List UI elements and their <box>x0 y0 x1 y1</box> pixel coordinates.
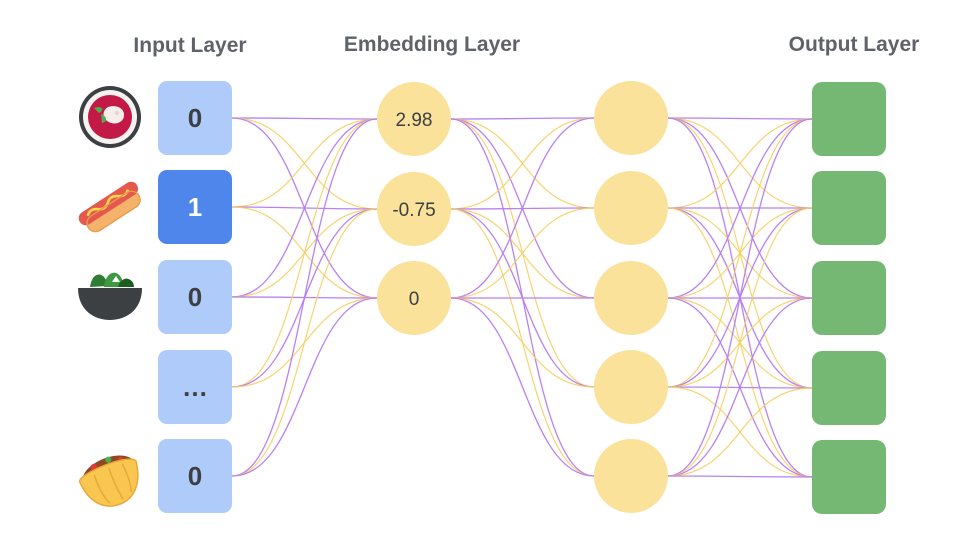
input-node-box-active <box>158 170 232 244</box>
embedding-node-value: 2.98 <box>396 110 433 131</box>
connection-edge <box>231 118 378 477</box>
input-node-box <box>158 260 232 334</box>
hot-dog-icon <box>78 181 141 233</box>
input-node: 0 <box>158 439 232 513</box>
connection-edge <box>667 475 813 478</box>
beet-soup-icon <box>79 86 141 148</box>
input-node-value: … <box>182 372 208 402</box>
connection-edge <box>231 208 378 477</box>
embedding-node: 2.98 <box>377 82 451 156</box>
output-layer-title: Output Layer <box>789 33 920 56</box>
embedding-node-circle <box>377 172 451 246</box>
hidden-layer <box>594 81 668 513</box>
hidden-node <box>594 81 668 155</box>
connection-edge <box>667 387 813 477</box>
input-node: … <box>158 350 232 424</box>
connection-edge <box>450 297 595 388</box>
connection-edge <box>450 297 595 477</box>
embedding-node: 0 <box>377 261 451 335</box>
embedding-layer: 2.98 -0.75 0 <box>377 82 451 335</box>
input-node-value: 0 <box>188 282 202 312</box>
embedding-node-value: 0 <box>409 289 420 310</box>
connection-edge <box>450 207 595 299</box>
output-node <box>812 82 886 156</box>
hidden-node <box>594 350 668 424</box>
salad-icon <box>78 272 142 320</box>
connection-edge <box>667 207 813 477</box>
connection-edge <box>667 117 813 120</box>
connection-edge <box>450 117 595 210</box>
embedding-node-value: -0.75 <box>392 200 435 221</box>
connection-edge <box>231 118 378 388</box>
connection-edge <box>450 117 595 299</box>
embedding-layer-title: Embedding Layer <box>344 33 520 56</box>
hidden-node <box>594 261 668 335</box>
connection-edge <box>450 117 595 120</box>
embedding-node-circle <box>377 82 451 156</box>
hidden-node <box>594 171 668 245</box>
connection-edge <box>231 117 378 120</box>
input-layer: 0 1 0 … 0 <box>158 81 232 513</box>
input-layer-title: Input Layer <box>133 34 246 57</box>
connection-edge <box>231 118 378 208</box>
input-node-value: 1 <box>188 192 202 222</box>
input-node: 0 <box>158 260 232 334</box>
input-node-box <box>158 439 232 513</box>
connection-edge <box>667 118 813 209</box>
embedding-node-circle <box>377 261 451 335</box>
output-node <box>812 261 886 335</box>
input-node: 1 <box>158 170 232 244</box>
input-node-value: 0 <box>188 103 202 133</box>
connection-edge <box>667 118 813 299</box>
connection-edge <box>667 118 813 388</box>
output-layer <box>812 82 886 514</box>
output-node <box>812 351 886 425</box>
hidden-node <box>594 439 668 513</box>
connection-edge <box>231 118 378 298</box>
connection-edge <box>231 297 378 477</box>
output-node <box>812 440 886 514</box>
input-node-value: 0 <box>188 461 202 491</box>
input-node-box <box>158 81 232 155</box>
connection-edges <box>231 117 813 478</box>
embedding-node: -0.75 <box>377 172 451 246</box>
connection-edge <box>667 297 813 477</box>
shawarma-icon <box>78 455 139 507</box>
input-node: 0 <box>158 81 232 155</box>
connection-edge <box>667 118 813 477</box>
output-node <box>812 171 886 245</box>
input-node-box <box>158 350 232 424</box>
